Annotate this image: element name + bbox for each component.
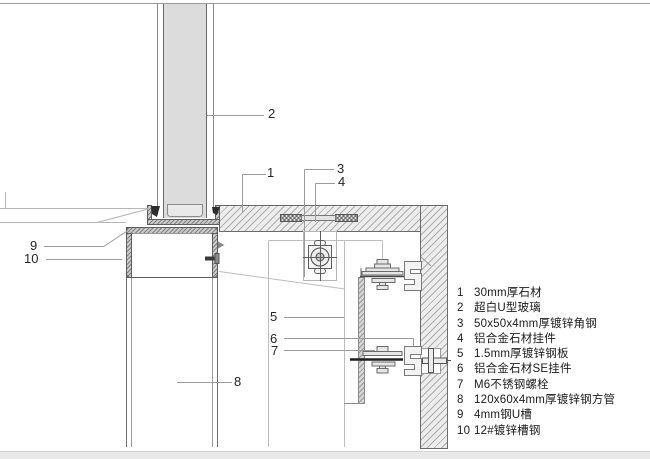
legend-item-4: 4 铝合金石材挂件 xyxy=(457,332,615,347)
legend-item-text: 12#镀锌槽钢 xyxy=(474,424,541,437)
construction-lines xyxy=(218,240,383,447)
legend-item-6: 6 铝合金石材SE挂件 xyxy=(457,362,615,377)
stone-hanger-fixture xyxy=(303,231,337,281)
callout-10: 10 xyxy=(24,251,39,266)
legend-item-number: 5 xyxy=(457,348,464,361)
legend-item-text: 1.5mm厚镀锌钢板 xyxy=(474,348,569,361)
glazing-gaskets xyxy=(151,206,220,217)
callout-7: 7 xyxy=(271,343,279,358)
callout-leader-lines xyxy=(44,115,414,383)
tube-set-bolt xyxy=(205,241,225,264)
callout-9: 9 xyxy=(30,238,38,253)
callout-1: 1 xyxy=(267,165,275,180)
u-channel-bottom xyxy=(147,219,220,225)
legend-item-text: 50x50x4mm厚镀锌角钢 xyxy=(474,317,597,330)
legend-item-9: 9 4mm钢U槽 xyxy=(457,408,615,423)
legend: 1 30mm厚石材 2 超白U型玻璃 3 50x50x4mm厚镀锌角钢 4 铝合金石材挂… xyxy=(457,286,615,439)
page-bottom-margin xyxy=(0,451,650,459)
legend-item-number: 10 xyxy=(457,424,471,437)
legend-item-text: 铝合金石材挂件 xyxy=(474,332,556,345)
callout-8: 8 xyxy=(234,374,242,389)
legend-item-number: 8 xyxy=(457,394,464,407)
left-cut-lines xyxy=(0,192,151,223)
legend-item-number: 2 xyxy=(457,302,464,315)
legend-item-number: 3 xyxy=(457,317,464,330)
legend-item-2: 2 超白U型玻璃 xyxy=(457,301,615,316)
legend-item-number: 4 xyxy=(457,332,464,345)
legend-item-1: 1 30mm厚石材 xyxy=(457,286,615,301)
legend-item-5: 5 1.5mm厚镀锌钢板 xyxy=(457,347,615,362)
legend-item-text: 120x60x4mm厚镀锌钢方管 xyxy=(474,394,616,407)
legend-item-8: 8 120x60x4mm厚镀锌钢方管 xyxy=(457,393,615,408)
legend-item-number: 7 xyxy=(457,378,464,391)
legend-item-number: 1 xyxy=(457,287,464,299)
callout-3: 3 xyxy=(337,161,345,176)
callout-6: 6 xyxy=(270,331,278,346)
legend-item-7: 7 M6不锈钢螺栓 xyxy=(457,378,615,393)
square-tube-lines xyxy=(126,278,218,447)
stone-hanger-plate xyxy=(301,215,336,221)
lower-bolt-assembly xyxy=(350,346,451,376)
legend-item-number: 6 xyxy=(457,363,464,376)
legend-item-text: M6不锈钢螺栓 xyxy=(474,378,549,391)
callout-5: 5 xyxy=(270,309,278,324)
legend-item-text: 30mm厚石材 xyxy=(474,287,542,299)
legend-item-text: 铝合金石材SE挂件 xyxy=(474,363,572,376)
upper-bolt-assembly xyxy=(360,256,432,291)
legend-item-3: 3 50x50x4mm厚镀锌角钢 xyxy=(457,317,615,332)
callout-4: 4 xyxy=(338,174,346,189)
legend-item-text: 超白U型玻璃 xyxy=(474,302,542,315)
callout-2: 2 xyxy=(268,106,276,121)
u-glass-section xyxy=(157,4,214,218)
legend-item-number: 9 xyxy=(457,409,464,422)
legend-item-text: 4mm钢U槽 xyxy=(474,409,533,422)
channel-steel-outline xyxy=(126,227,218,278)
stone-panel-section xyxy=(420,205,448,449)
